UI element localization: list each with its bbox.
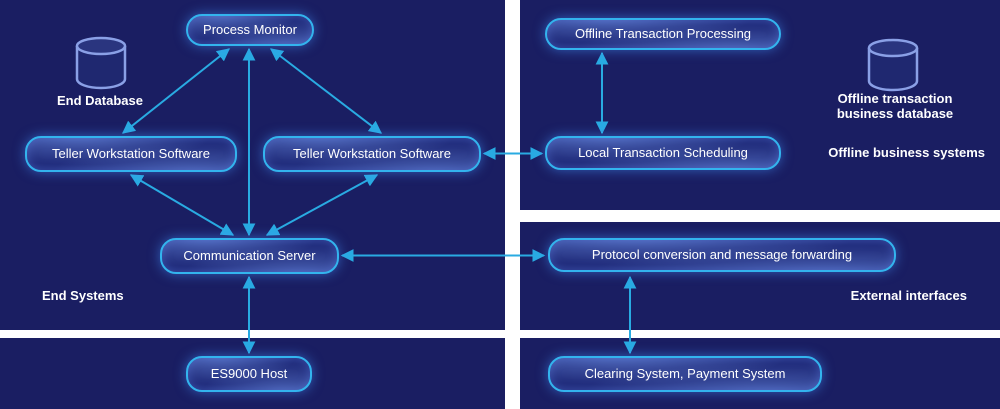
- label-end-systems: End Systems: [42, 288, 124, 303]
- label-offline-business-systems: Offline business systems: [828, 145, 985, 160]
- database-cylinder-icon: [75, 36, 127, 90]
- label-external-interfaces: External interfaces: [850, 288, 967, 303]
- node-process-monitor: Process Monitor: [186, 14, 314, 46]
- node-offline-transaction-processing: Offline Transaction Processing: [545, 18, 781, 50]
- database-cylinder-icon: [867, 38, 919, 92]
- node-communication-server: Communication Server: [160, 238, 339, 274]
- node-teller-workstation-left: Teller Workstation Software: [25, 136, 237, 172]
- node-teller-workstation-right: Teller Workstation Software: [263, 136, 481, 172]
- node-protocol-conversion: Protocol conversion and message forwardi…: [548, 238, 896, 272]
- label-offline-transaction-database: Offline transaction business database: [836, 91, 954, 121]
- label-end-database: End Database: [57, 93, 143, 108]
- node-es9000-host: ES9000 Host: [186, 356, 312, 392]
- node-clearing-payment-system: Clearing System, Payment System: [548, 356, 822, 392]
- node-local-transaction-scheduling: Local Transaction Scheduling: [545, 136, 781, 170]
